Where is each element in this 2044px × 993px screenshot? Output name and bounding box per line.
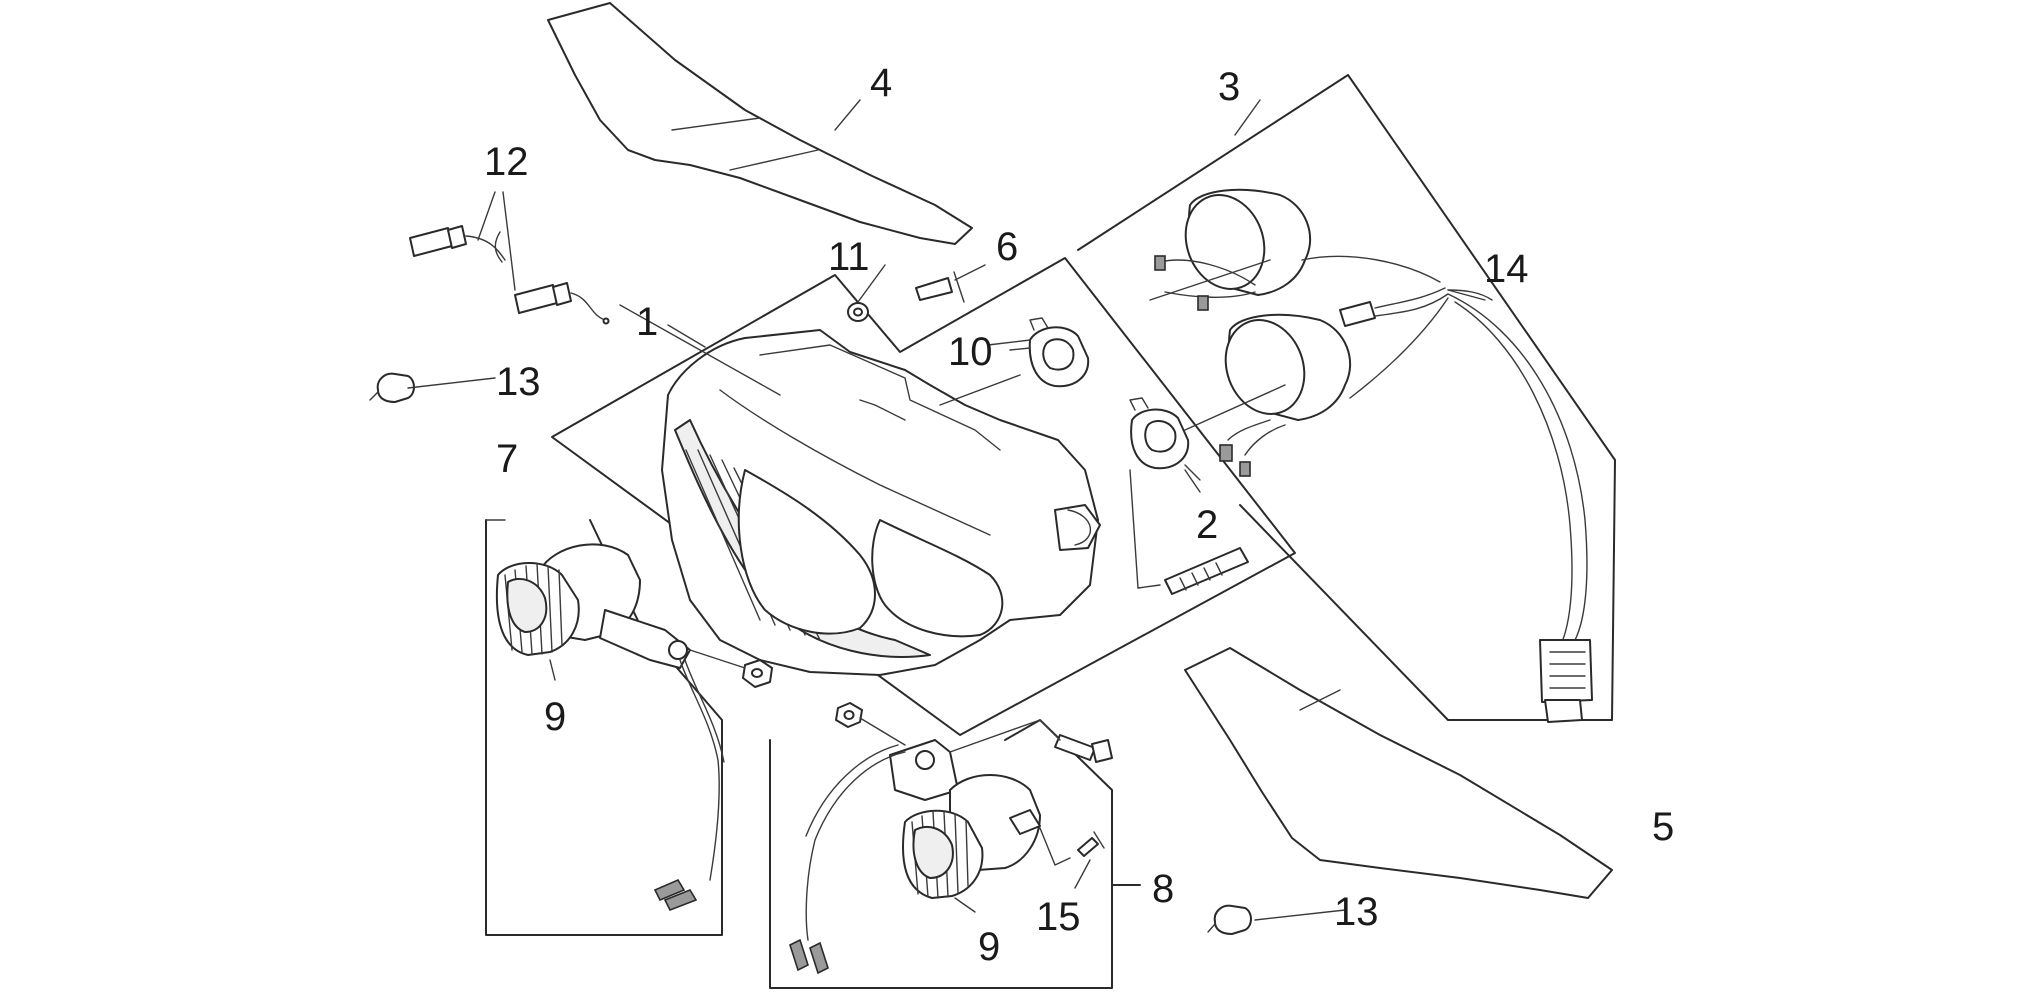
part-7-turn-signal-left (495, 543, 725, 912)
callout-9-right: 9 (978, 925, 1000, 969)
part-8-turn-signal-right (789, 702, 1071, 975)
nut-left (689, 649, 773, 688)
callout-labels: 1 2 3 4 5 6 7 8 9 9 10 11 12 13 13 14 15 (484, 61, 1674, 969)
callout-13-upper: 13 (496, 360, 541, 404)
part-14-wire-harness (1339, 287, 1593, 723)
callout-6: 6 (996, 225, 1018, 269)
part-6-screw (915, 264, 986, 303)
part-1-group-outline (551, 257, 1296, 736)
part-1-headlight-housing (619, 304, 1101, 676)
part-3-group-outline (1077, 74, 1616, 721)
callout-4: 4 (870, 61, 892, 105)
callout-1: 1 (636, 300, 658, 344)
callout-15: 15 (1036, 895, 1081, 939)
part-4-upper-decal (547, 2, 973, 245)
callout-3: 3 (1218, 65, 1240, 109)
part-2-bulb-holder (1129, 397, 1201, 493)
part-15-screw (1074, 831, 1105, 889)
bolt-right (949, 719, 1113, 763)
callout-7: 7 (496, 437, 518, 481)
leader-lines (407, 99, 1486, 921)
part-12-bulbs (409, 225, 610, 325)
callout-2: 2 (1196, 503, 1218, 547)
callout-8: 8 (1152, 867, 1174, 911)
part-3-wiring (1154, 255, 1441, 477)
part-8-group-outline (769, 719, 1141, 989)
part-3-reflector-lower (1184, 313, 1352, 431)
callout-12: 12 (484, 140, 529, 184)
callout-14: 14 (1484, 247, 1529, 291)
part-10-bulb-holder (939, 317, 1090, 406)
callout-9-left: 9 (544, 695, 566, 739)
adjuster-screw (1129, 469, 1249, 595)
callout-5: 5 (1652, 805, 1674, 849)
callout-10: 10 (948, 330, 993, 374)
part-13-bulb-upper (369, 372, 415, 403)
part-5-lower-decal (1184, 647, 1613, 899)
part-11-washer (847, 264, 886, 322)
callout-11: 11 (828, 235, 870, 279)
part-3-reflector-upper (1149, 188, 1312, 301)
callout-13-lower: 13 (1334, 890, 1379, 934)
part-13-bulb-lower (1207, 904, 1252, 935)
